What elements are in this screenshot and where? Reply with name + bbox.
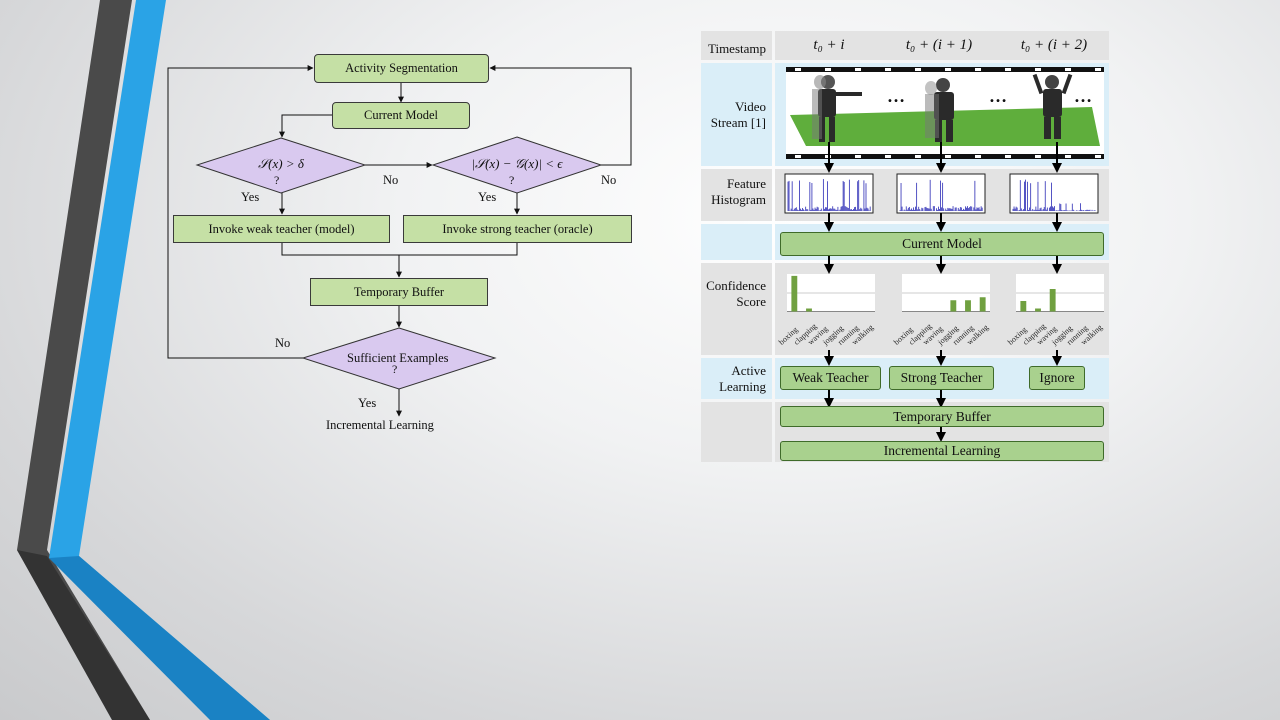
confidence-bar-3-waving xyxy=(1049,289,1056,312)
decision-threshold-diamond xyxy=(195,137,367,194)
pipeline-arrows xyxy=(824,142,1062,442)
video-ellipsis-1: … xyxy=(887,86,906,106)
current-model-bar: Current Model xyxy=(780,232,1104,256)
person-figure-running xyxy=(925,78,954,142)
row-label-feature-histogram: Feature Histogram xyxy=(711,176,766,207)
stripe-dark xyxy=(17,0,150,720)
activity-segmentation-box: Activity Segmentation xyxy=(314,54,489,83)
row-active-label-cell xyxy=(701,358,772,399)
confidence-chart-1 xyxy=(787,274,875,312)
no-label-3: No xyxy=(275,336,291,350)
confidence-bar-3-boxing xyxy=(1020,301,1027,312)
yes-label-1: Yes xyxy=(241,190,260,204)
row-video-label-cell xyxy=(701,63,772,166)
no-label-1: No xyxy=(383,173,399,187)
row-confidence-label-cell xyxy=(701,263,772,355)
row-timestamp-label-cell xyxy=(701,31,772,60)
invoke-weak-teacher-box: Invoke weak teacher (model) xyxy=(173,215,390,243)
stripe-dark-lower xyxy=(17,550,150,720)
yes-label-3: Yes xyxy=(358,396,377,410)
sufficient-examples-label: Sufficient Examples xyxy=(347,351,449,365)
row-label-active-learning: Active Learning xyxy=(719,363,766,394)
person-figure-waving xyxy=(1032,73,1073,139)
video-floor xyxy=(790,107,1100,146)
yes-label-2: Yes xyxy=(478,190,497,204)
histogram-frame-1 xyxy=(784,173,874,214)
row-label-confidence-score: Confidence Score xyxy=(706,278,766,309)
invoke-strong-teacher-box: Invoke strong teacher (oracle) xyxy=(403,215,632,243)
temporary-buffer-bar: Temporary Buffer xyxy=(780,406,1104,427)
histogram-bars xyxy=(787,179,1096,211)
ignore-box: Ignore xyxy=(1029,366,1085,390)
confidence-bar-1-clapping xyxy=(806,308,812,312)
timestamp-2: t₀ + (i + 1) xyxy=(905,37,973,53)
row-timestamp-cell xyxy=(775,31,1109,60)
row-label-timestamp: Timestamp xyxy=(707,41,766,56)
person-figure-boxing xyxy=(812,75,862,142)
decision-disagreement-q: ? xyxy=(509,173,515,187)
decision-threshold-label: 𝒮(x) > δ xyxy=(258,156,304,171)
incremental-learning-bar: Incremental Learning xyxy=(780,441,1104,461)
no-label-2: No xyxy=(601,173,617,187)
confidence-bar-2-running xyxy=(965,300,971,312)
current-model-box: Current Model xyxy=(332,102,470,129)
confidence-bar-2-jogging xyxy=(950,300,957,312)
confidence-bar-2-walking xyxy=(979,297,986,312)
stripe-blue-lower xyxy=(49,556,270,720)
confidence-bars xyxy=(791,275,1056,312)
weak-teacher-box: Weak Teacher xyxy=(780,366,881,390)
video-film-strip xyxy=(786,67,1104,159)
decision-threshold-q: ? xyxy=(274,173,280,187)
confidence-chart-3 xyxy=(1016,274,1104,312)
decision-disagreement-label: |𝒮(x) − 𝒢(x)| < ϵ xyxy=(471,156,563,171)
temporary-buffer-box: Temporary Buffer xyxy=(310,278,488,306)
row-label-video-stream: Video Stream [1] xyxy=(710,99,766,130)
stripe-blue xyxy=(49,0,270,720)
row-model-label-cell xyxy=(701,224,772,260)
sufficient-examples-q: ? xyxy=(392,362,398,376)
confidence-bar-1-boxing xyxy=(791,275,798,312)
histogram-frame-3 xyxy=(1009,173,1099,214)
confidence-chart-2 xyxy=(902,274,990,312)
video-ellipsis-3: … xyxy=(1074,86,1093,106)
strong-teacher-box: Strong Teacher xyxy=(889,366,994,390)
video-ellipsis-2: … xyxy=(989,86,1008,106)
timestamp-3: t₀ + (i + 2) xyxy=(1020,37,1088,53)
confidence-bar-3-clapping xyxy=(1035,308,1041,312)
row-histogram-label-cell xyxy=(701,169,772,221)
incremental-learning-label: Incremental Learning xyxy=(326,418,434,432)
row-buffer-label-cell xyxy=(701,402,772,462)
timestamp-1: t₀ + i xyxy=(813,37,845,53)
